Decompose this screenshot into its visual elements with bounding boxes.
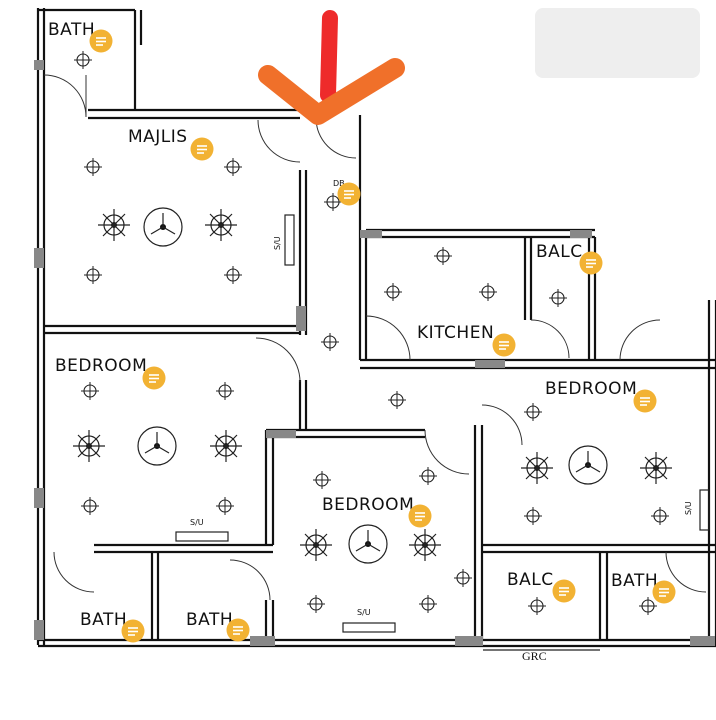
comment-bubble-icon[interactable] xyxy=(492,333,516,357)
ceiling-fan-icon xyxy=(137,426,177,466)
light-point-icon xyxy=(528,597,546,615)
chandelier-icon xyxy=(98,209,130,241)
light-point-icon xyxy=(74,51,92,69)
light-point-icon xyxy=(216,497,234,515)
room-labels: BATH MAJLIS KITCHEN BALC BEDROOM BEDROOM… xyxy=(48,20,658,630)
chandelier-icon xyxy=(205,209,237,241)
comment-bubble-icon[interactable] xyxy=(190,137,214,161)
comment-bubble-icon[interactable] xyxy=(652,580,676,604)
light-point-icon xyxy=(524,507,542,525)
su-label: S/U xyxy=(357,608,371,617)
light-point-icon xyxy=(81,497,99,515)
chandelier-icon xyxy=(300,529,332,561)
ceiling-fans xyxy=(137,207,608,564)
chandelier-icon xyxy=(640,452,672,484)
room-label-bath-top: BATH xyxy=(48,20,95,40)
room-label-kitchen: KITCHEN xyxy=(417,323,494,343)
light-point-icon xyxy=(388,391,406,409)
comment-markers[interactable] xyxy=(89,29,676,643)
room-label-bedroom-left: BEDROOM xyxy=(55,356,147,376)
chandelier-icon xyxy=(521,452,553,484)
light-point-icon xyxy=(84,158,102,176)
redaction-block xyxy=(535,8,700,78)
grc-label: GRC xyxy=(522,649,547,663)
room-label-balc-top: BALC xyxy=(536,242,583,262)
light-point-icon xyxy=(454,569,472,587)
light-point-icon xyxy=(324,193,342,211)
su-label: S/U xyxy=(190,518,204,527)
light-point-icon xyxy=(651,507,669,525)
comment-bubble-icon[interactable] xyxy=(579,251,603,275)
chandelier-icon xyxy=(210,430,242,462)
light-point-icon xyxy=(639,597,657,615)
walls xyxy=(36,8,716,648)
light-point-icon xyxy=(524,403,542,421)
light-point-icon xyxy=(216,382,234,400)
su-label: S/U xyxy=(273,236,282,250)
light-point-icon xyxy=(307,595,325,613)
door-swings xyxy=(43,74,707,601)
light-point-icon xyxy=(419,467,437,485)
light-point-icon xyxy=(434,247,452,265)
room-label-bedroom-right: BEDROOM xyxy=(545,379,637,399)
arrow-head xyxy=(258,58,405,125)
db-label: DB xyxy=(333,179,345,188)
light-point-icon xyxy=(81,382,99,400)
arrow-shaft xyxy=(320,10,338,103)
light-point-icon xyxy=(384,283,402,301)
room-label-bath-bottom-right: BATH xyxy=(611,571,658,591)
chandelier-icon xyxy=(409,529,441,561)
room-label-balc-bottom: BALC xyxy=(507,570,554,590)
ceiling-fan-icon xyxy=(143,207,183,247)
light-point-icon xyxy=(479,283,497,301)
su-label: S/U xyxy=(684,501,693,515)
columns xyxy=(34,60,715,646)
comment-bubble-icon[interactable] xyxy=(552,579,576,603)
annotation-arrow xyxy=(258,10,405,125)
room-label-bedroom-center: BEDROOM xyxy=(322,495,414,515)
chandeliers xyxy=(73,209,672,561)
light-point-icon xyxy=(224,266,242,284)
comment-bubble-icon[interactable] xyxy=(408,504,432,528)
light-point-icon xyxy=(321,333,339,351)
room-label-majlis: MAJLIS xyxy=(128,127,188,147)
light-point-icon xyxy=(224,158,242,176)
comment-bubble-icon[interactable] xyxy=(89,29,113,53)
light-point-icon xyxy=(84,266,102,284)
comment-bubble-icon[interactable] xyxy=(142,366,166,390)
comment-bubble-icon[interactable] xyxy=(121,619,145,643)
chandelier-icon xyxy=(73,430,105,462)
light-point-icon xyxy=(549,289,567,307)
ceiling-fan-icon xyxy=(348,524,388,564)
room-label-bath-bottom-2: BATH xyxy=(186,610,233,630)
room-label-bath-bottom-1: BATH xyxy=(80,610,127,630)
ceiling-fan-icon xyxy=(568,445,608,485)
light-points xyxy=(74,51,669,615)
su-units: S/U S/U S/U S/U xyxy=(175,214,710,633)
comment-bubble-icon[interactable] xyxy=(337,182,361,206)
light-point-icon xyxy=(419,595,437,613)
comment-bubble-icon[interactable] xyxy=(226,618,250,642)
light-point-icon xyxy=(313,471,331,489)
comment-bubble-icon[interactable] xyxy=(633,389,657,413)
